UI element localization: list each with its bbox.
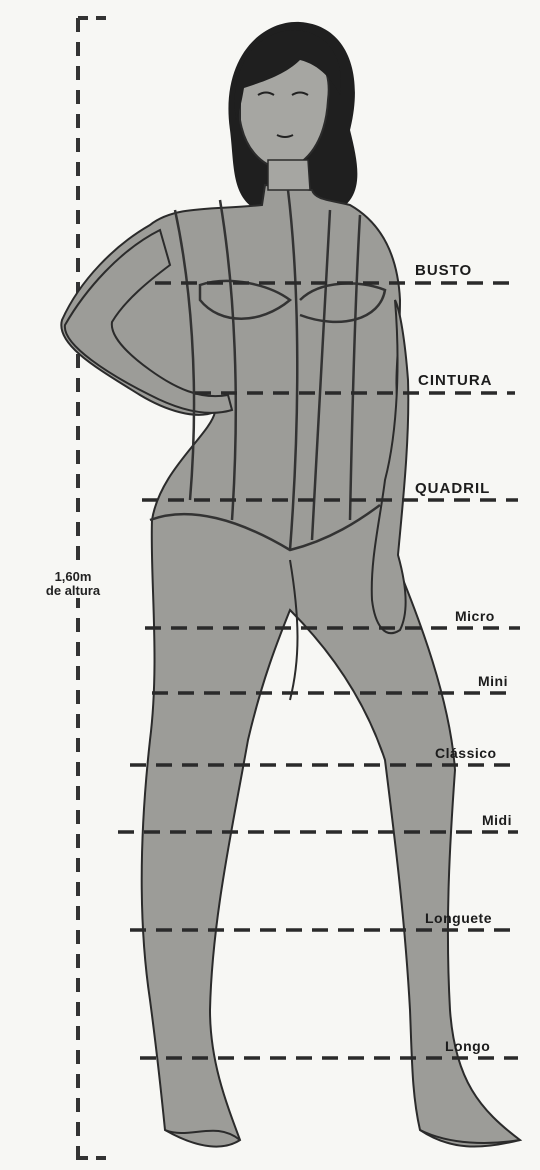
label-micro: Micro bbox=[455, 608, 495, 624]
height-value: 1,60m bbox=[18, 570, 128, 584]
label-cintura: CINTURA bbox=[418, 372, 493, 389]
body-silhouette bbox=[61, 185, 520, 1147]
label-mini: Mini bbox=[478, 673, 508, 689]
label-midi: Midi bbox=[482, 812, 512, 828]
label-classico: Clássico bbox=[435, 745, 497, 761]
label-busto: BUSTO bbox=[415, 262, 472, 279]
woman-figure bbox=[61, 22, 520, 1147]
height-label: 1,60m de altura bbox=[18, 570, 128, 598]
height-caption: de altura bbox=[18, 584, 128, 598]
label-longuete: Longuete bbox=[425, 910, 492, 926]
neck bbox=[268, 160, 310, 190]
label-longo: Longo bbox=[445, 1038, 490, 1054]
label-quadril: QUADRIL bbox=[415, 480, 490, 497]
